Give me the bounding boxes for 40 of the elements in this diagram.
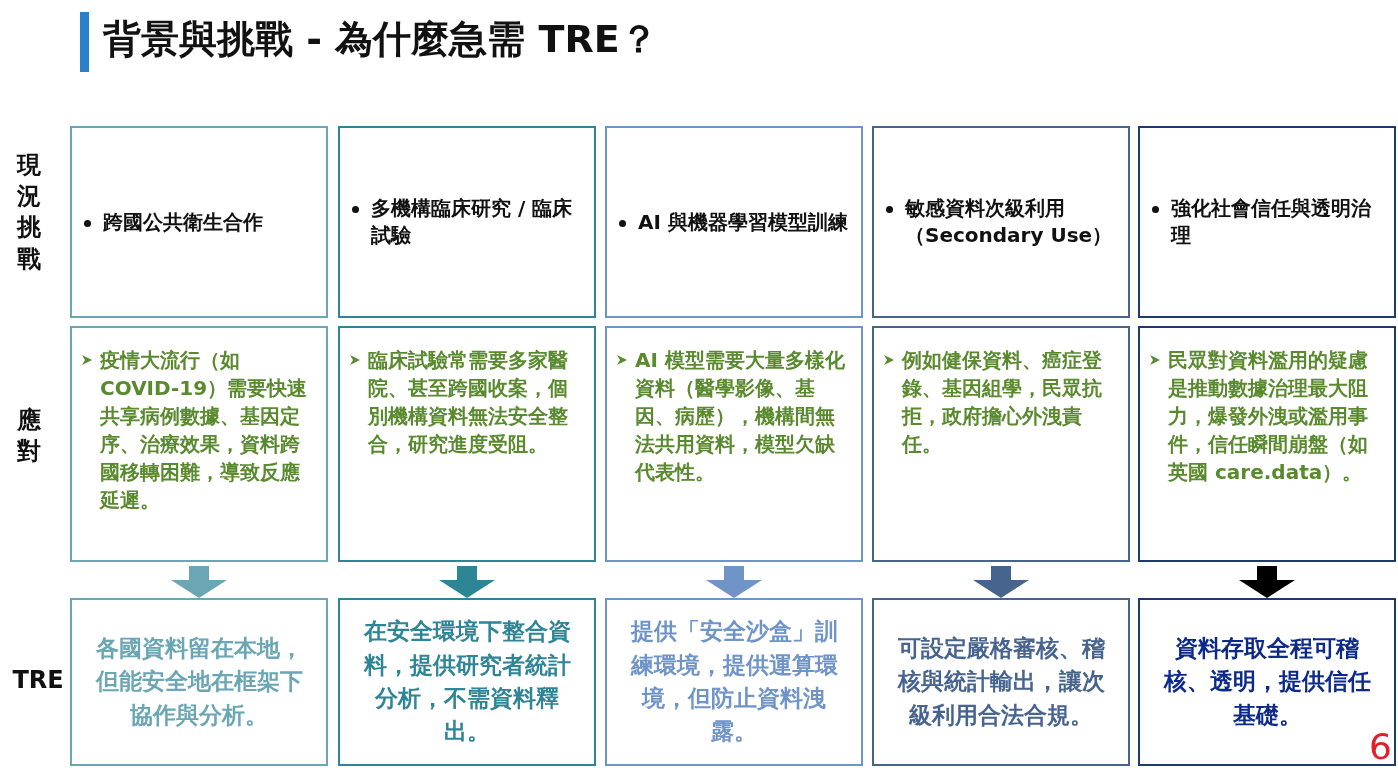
down-arrow: [1239, 566, 1295, 598]
challenge-box: [1138, 126, 1396, 318]
solution-box: [70, 598, 328, 766]
challenge-text: 強化社會信任與透明治理: [1171, 195, 1372, 249]
challenge-box: [872, 126, 1130, 318]
challenge-text: 跨國公共衛生合作: [103, 208, 263, 236]
down-arrow: [973, 566, 1029, 598]
down-arrow: [706, 566, 762, 598]
problem-text: 民眾對資料濫用的疑慮是推動數據治理最大阻力，爆發外洩或濫用事件，信任瞬間崩盤（如英國 care.data）。: [1168, 347, 1369, 486]
challenge-box: [605, 126, 863, 318]
row-header: 應對: [16, 405, 42, 468]
solution-box: [338, 598, 596, 766]
problem-box: [338, 326, 596, 562]
problem-text: 例如健保資料、癌症登錄、基因組學，民眾抗拒，政府擔心外洩責任。: [902, 347, 1103, 458]
page-number: 6: [1369, 725, 1392, 769]
problem-text: AI 模型需要大量多樣化資料（醫學影像、基因、病歷），機構間無法共用資料，模型欠缺代表性。: [635, 347, 846, 486]
solution-text: 提供「安全沙盒」訓練環境，提供運算環境，但防止資料洩露。: [629, 617, 839, 747]
challenge-text: 多機構臨床研究 / 臨床試驗: [371, 195, 574, 249]
down-arrow: [439, 566, 495, 598]
challenge-box: [70, 126, 328, 318]
solution-text: 可設定嚴格審核、稽核與統計輸出，讓次級利用合法合規。: [896, 634, 1106, 730]
row-header: TRE: [11, 665, 65, 696]
solution-text: 資料存取全程可稽核、透明，提供信任基礎。: [1162, 634, 1372, 730]
solution-box: [1138, 598, 1396, 766]
challenge-box: [338, 126, 596, 318]
problem-box: [70, 326, 328, 562]
slide-title: 背景與挑戰 - 為什麼急需 TRE？: [103, 16, 658, 63]
problem-box: [872, 326, 1130, 562]
challenge-text: AI 與機器學習模型訓練: [638, 208, 848, 236]
solution-box: [605, 598, 863, 766]
row-header: 現況挑戰: [15, 150, 42, 275]
solution-text: 在安全環境下整合資料，提供研究者統計分析，不需資料釋出。: [362, 617, 572, 747]
problem-text: 疫情大流行（如 COVID-19）需要快速共享病例數據、基因定序、治療效果，資料跨國移轉困難，導致反應延遲。: [100, 347, 309, 514]
solution-box: [872, 598, 1130, 766]
problem-box: [605, 326, 863, 562]
problem-box: [1138, 326, 1396, 562]
down-arrow: [171, 566, 227, 598]
problem-text: 臨床試驗常需要多家醫院、甚至跨國收案，個別機構資料無法安全整合，研究進度受阻。: [368, 347, 569, 458]
solution-text: 各國資料留在本地，但能安全地在框架下協作與分析。: [94, 634, 304, 730]
challenge-text: 敏感資料次級利用（Secondary Use）: [905, 195, 1114, 249]
